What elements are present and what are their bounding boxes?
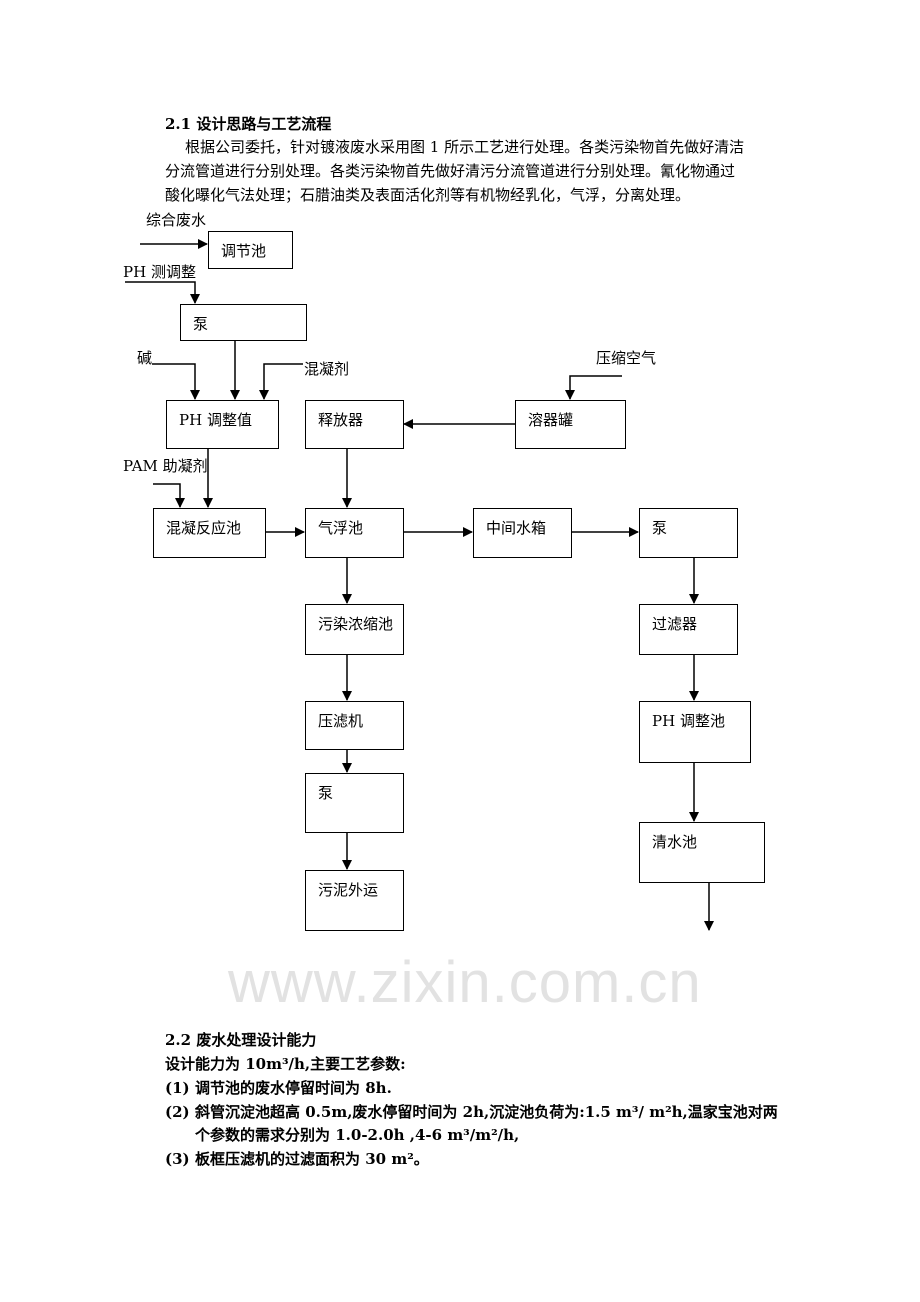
box-sludge-thickener: 污染浓缩池	[305, 604, 404, 655]
input-label-pam: PAM 助凝剂	[123, 457, 208, 475]
list-item: 斜管沉淀池超高 0.5m,废水停留时间为 2h,沉淀池负荷为:1.5 m³/ m…	[195, 1103, 778, 1121]
list-item-continued: 个参数的需求分别为 1.0-2.0h ,4-6 m³/m²/h,	[195, 1126, 520, 1144]
input-label-alkali: 碱	[137, 349, 153, 367]
paragraph-line: 酸化曝化气法处理；石腊油类及表面活化剂等有机物经乳化，气浮，分离处理。	[165, 186, 691, 204]
box-pump-3: 泵	[305, 773, 404, 833]
box-equalization-tank: 调节池	[208, 231, 293, 269]
paragraph-line: 分流管道进行分别处理。各类污染物首先做好清污分流管道进行分别处理。氰化物通过	[165, 162, 736, 180]
box-flotation-tank: 气浮池	[305, 508, 404, 558]
capacity-intro: 设计能力为 10m³/h,主要工艺参数:	[165, 1055, 406, 1073]
box-sludge-out: 污泥外运	[305, 870, 404, 931]
box-filter: 过滤器	[639, 604, 738, 655]
arrow-ph-measure	[125, 281, 200, 304]
section-heading: 2.2 废水处理设计能力	[165, 1031, 317, 1049]
box-dissolver-tank: 溶器罐	[515, 400, 626, 449]
box-pump-1: 泵	[180, 304, 307, 341]
input-label-compressed-air: 压缩空气	[596, 349, 657, 367]
paragraph-line: 根据公司委托，针对镀液废水采用图 1 所示工艺进行处理。各类污染物首先做好清洁	[185, 138, 745, 156]
arrow-alkali	[152, 363, 200, 400]
section-heading: 2.1 设计思路与工艺流程	[165, 115, 332, 133]
arrow-coagulant	[259, 363, 303, 400]
list-num: (3)	[165, 1150, 190, 1168]
arrow-pam	[153, 483, 185, 508]
box-releaser: 释放器	[305, 400, 404, 449]
watermark: www.zixin.com.cn	[228, 950, 702, 1015]
box-ph-adjust-tank: PH 调整池	[639, 701, 751, 763]
list-item: 板框压滤机的过滤面积为 30 m²。	[195, 1150, 429, 1168]
list-num: (1)	[165, 1079, 190, 1097]
input-label-coagulant: 混凝剂	[304, 360, 350, 378]
box-filter-press: 压滤机	[305, 701, 404, 750]
box-clear-water-tank: 清水池	[639, 822, 765, 883]
box-intermediate-tank: 中间水箱	[473, 508, 572, 558]
box-pump-2: 泵	[639, 508, 738, 558]
arrow-compressed-air	[565, 375, 622, 400]
box-coag-reaction-tank: 混凝反应池	[153, 508, 266, 558]
list-num: (2)	[165, 1103, 190, 1121]
input-label-ph-measure: PH 测调整	[123, 263, 196, 281]
box-ph-adjust-value: PH 调整值	[166, 400, 279, 449]
input-label-wastewater: 综合废水	[146, 211, 207, 229]
list-item: 调节池的废水停留时间为 8h.	[195, 1079, 392, 1097]
